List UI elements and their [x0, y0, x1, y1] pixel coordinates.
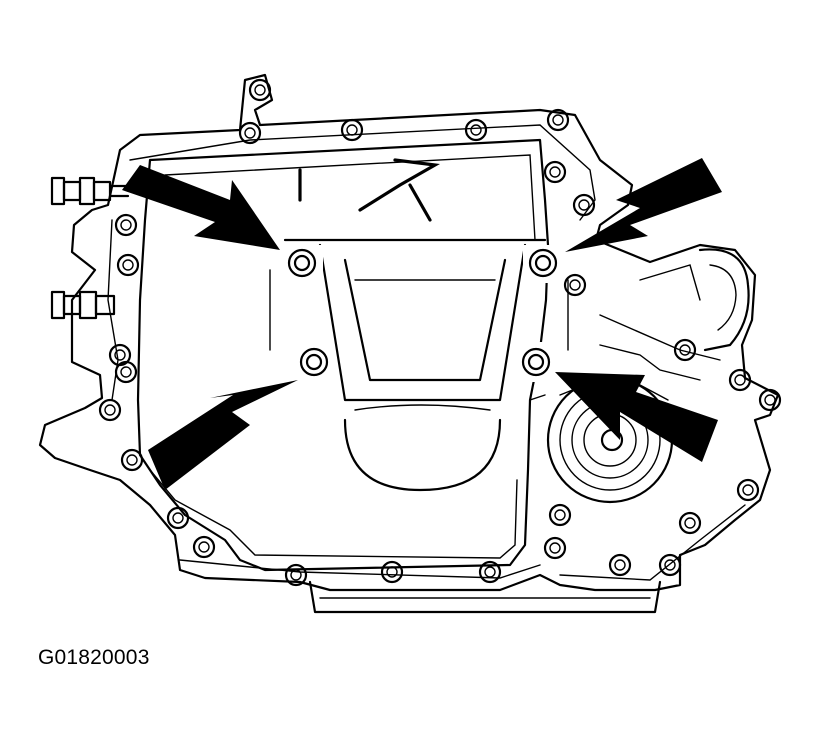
arrow-upper-right — [565, 158, 722, 252]
perimeter-bolt-center — [470, 124, 482, 136]
perimeter-bolt — [192, 535, 216, 559]
perimeter-bolt — [464, 118, 488, 142]
upper-right-housing — [599, 248, 750, 381]
perimeter-bolt — [572, 193, 596, 217]
perimeter-bolt — [238, 121, 262, 145]
arrow-upper-left — [122, 165, 280, 250]
transaxle-case-outline — [38, 73, 780, 592]
perimeter-bolt — [116, 253, 140, 277]
perimeter-bolt — [98, 398, 122, 422]
bolt-lower-right — [516, 342, 556, 382]
perimeter-bolt — [248, 78, 272, 102]
pan-bottom-plate — [308, 580, 662, 614]
perimeter-bolt — [284, 563, 308, 587]
perimeter-bolt — [543, 536, 567, 560]
perimeter-bolt-center — [554, 509, 566, 521]
perimeter-bolt-center — [764, 394, 776, 406]
perimeter-bolt — [166, 506, 190, 530]
perimeter-bolt-center — [386, 566, 398, 578]
drain-sump — [343, 394, 546, 492]
bolt-lower-left — [294, 342, 334, 382]
perimeter-bolt — [340, 118, 364, 142]
perimeter-bolt-center — [120, 219, 132, 231]
perimeter-bolt-center — [346, 124, 358, 136]
bolt-upper-left — [283, 245, 323, 283]
perimeter-bolt — [478, 560, 502, 584]
perimeter-bolt-center — [742, 484, 754, 496]
perimeter-bolt-center — [684, 517, 696, 529]
perimeter-bolt — [728, 368, 752, 392]
perimeter-bolt-center — [244, 127, 256, 139]
perimeter-bolt-center — [120, 366, 132, 378]
perimeter-bolt-center — [114, 349, 126, 361]
perimeter-bolt-center — [484, 566, 496, 578]
perimeter-bolt — [548, 503, 572, 527]
perimeter-bolt — [563, 273, 587, 297]
perimeter-bolt-center — [122, 259, 134, 271]
perimeter-bolt-center — [104, 404, 116, 416]
perimeter-bolt — [543, 160, 567, 184]
cooler-line-fittings — [50, 176, 130, 320]
perimeter-bolt-center — [552, 114, 564, 126]
arrow-lower-right — [555, 372, 718, 462]
perimeter-bolt — [120, 448, 144, 472]
perimeter-bolt — [114, 360, 138, 384]
target-bolts — [283, 245, 563, 382]
perimeter-bolt — [678, 511, 702, 535]
perimeter-bolt-center — [664, 559, 676, 571]
perimeter-bolt — [658, 553, 682, 577]
figure-id-label: G01820003 — [38, 646, 150, 669]
perimeter-bolt-center — [734, 374, 746, 386]
bolt-upper-right — [523, 245, 563, 283]
perimeter-bolt-center — [254, 84, 266, 96]
perimeter-bolt — [114, 213, 138, 237]
perimeter-bolt — [673, 338, 697, 362]
perimeter-bolt-center — [569, 279, 581, 291]
perimeter-bolt — [736, 478, 760, 502]
perimeter-bolt-center — [614, 559, 626, 571]
perimeter-bolt-center — [578, 199, 590, 211]
pointer-arrows — [122, 158, 722, 490]
perimeter-bolt-center — [172, 512, 184, 524]
perimeter-bolt-center — [549, 542, 561, 554]
perimeter-bolt — [608, 553, 632, 577]
perimeter-bolt-center — [198, 541, 210, 553]
perimeter-bolts — [98, 78, 782, 587]
perimeter-bolt — [758, 388, 782, 412]
perimeter-bolt-center — [126, 454, 138, 466]
perimeter-bolt-center — [290, 569, 302, 581]
perimeter-bolt-center — [549, 166, 561, 178]
perimeter-bolt — [546, 108, 570, 132]
arrow-lower-left — [148, 380, 298, 490]
perimeter-bolt-center — [679, 344, 691, 356]
perimeter-bolt — [380, 560, 404, 584]
